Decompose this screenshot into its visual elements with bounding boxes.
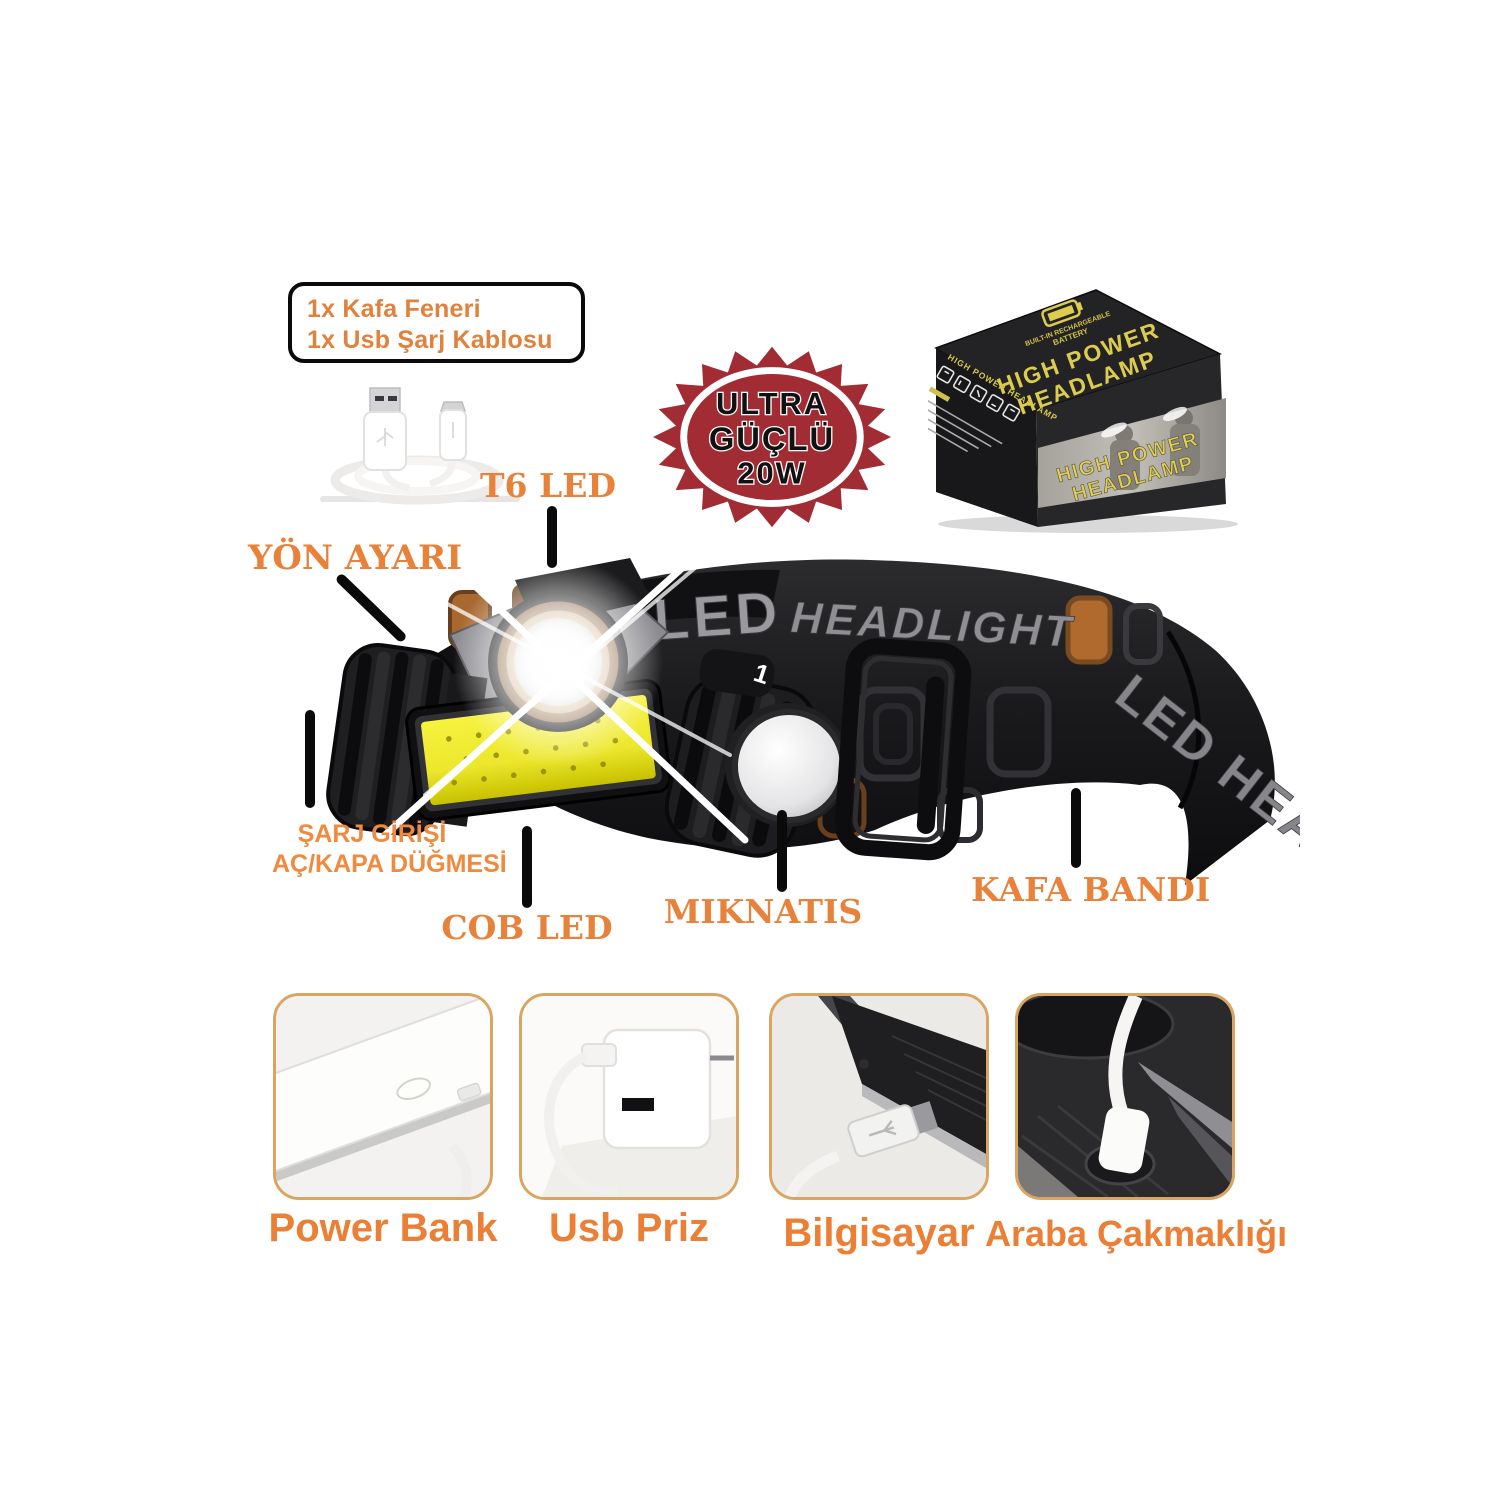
headband-seam — [1165, 630, 1202, 810]
power-bank-image — [276, 996, 490, 1197]
callout-cob-led: COB LED — [441, 908, 613, 947]
badge-ring — [680, 367, 864, 507]
contents-line-1: 1x Kafa Feneri — [307, 295, 481, 323]
lens-flare — [381, 540, 749, 844]
badge-text-ultra: ULTRA — [716, 386, 828, 421]
strap-text-led: LED — [651, 579, 783, 653]
card-usb-priz — [519, 993, 739, 1200]
callout-sarj-line-2: AÇ/KAPA DÜĞMESİ — [272, 849, 507, 878]
magnet-face — [732, 709, 846, 823]
card-bilgisayar — [769, 993, 989, 1200]
leader-kafa — [1071, 788, 1081, 868]
label-usb-priz: Usb Priz — [548, 1206, 710, 1250]
leader-sarj — [305, 710, 315, 808]
callout-yon-ayari: YÖN AYARI — [248, 538, 463, 578]
cable-coil-inner — [354, 457, 480, 495]
power-badge: ULTRA GÜÇLÜ 20W — [652, 346, 892, 528]
label-power-bank: Power Bank — [268, 1206, 498, 1250]
cable-lead-b — [428, 457, 457, 488]
callout-sarj-line-1: ŞARJ GİRİŞİ — [297, 820, 447, 848]
badge-text-guclu: GÜÇLÜ — [709, 420, 835, 457]
leader-cob — [522, 826, 532, 908]
callout-kafa-bandi: KAFA BANDI — [971, 870, 1211, 909]
callout-miknatis: MIKNATIS — [663, 892, 863, 931]
micro-usb-connector — [439, 401, 467, 461]
laptop-image — [772, 996, 986, 1197]
retail-box-image: BUILT-IN RECHARGEABLE BATTERY HIGH POWER… — [928, 289, 1238, 533]
car-lighter-image — [1018, 996, 1232, 1197]
usb-charger-image — [522, 996, 736, 1197]
callout-t6-led: T6 LED — [480, 466, 616, 505]
callout-sarj: ŞARJ GİRİŞİ AÇ/KAPA DÜĞMESİ — [272, 820, 507, 879]
usb-a-connector — [363, 387, 407, 471]
leader-t6 — [547, 506, 557, 568]
box-shadow — [938, 515, 1238, 533]
box-side-face — [936, 348, 1038, 527]
card-araba — [1015, 993, 1235, 1200]
strap-decorations — [817, 595, 1163, 843]
package-contents-box: 1x Kafa Feneri 1x Usb Şarj Kablosu — [288, 282, 585, 363]
strap-buckle — [834, 638, 972, 861]
leader-miknatis — [777, 810, 787, 892]
label-bilgisayar: Bilgisayar — [783, 1211, 975, 1255]
badge-text-20w: 20W — [737, 456, 806, 491]
contents-line-2: 1x Usb Şarj Kablosu — [307, 326, 553, 355]
label-araba: Araba Çakmaklığı — [985, 1213, 1288, 1254]
usb-cable-image — [320, 387, 520, 505]
card-power-bank — [273, 993, 493, 1200]
